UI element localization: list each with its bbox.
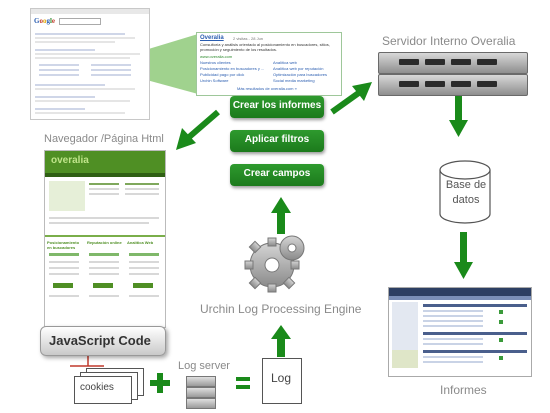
aplicar-filtros-button[interactable]: Aplicar filtros [230,130,324,152]
reports-screenshot [388,287,532,377]
log-server-label: Log server [178,360,230,372]
arrow-to-servidor [330,82,372,115]
arrow-to-informes [454,232,473,279]
log-label: Log [271,371,292,385]
crear-campos-button[interactable]: Crear campos [230,164,324,186]
sitelink: Urchin Software [200,78,229,83]
log-server-icon [186,376,216,409]
log-doc-icon: Log [262,358,302,404]
crear-informes-button[interactable]: Crear los informes [230,96,324,118]
database-label: Base de datos [445,179,487,206]
arrow-to-database [449,92,468,137]
arrow-to-engine [271,325,291,357]
sitelink: Social media marketing [273,78,315,83]
website-section-title: Posicionamiento en buscadores [47,240,80,250]
sitelink: Publicidad pago por click [200,72,245,77]
arrow-to-crear-campos [271,197,291,234]
engine-label: Urchin Log Processing Engine [200,302,362,316]
website-logo: overalia [51,155,89,166]
sitelink: Nuestros clientes [200,60,231,65]
plus-icon [150,373,170,393]
javascript-code-box: JavaScript Code [40,326,166,356]
equals-icon [236,377,250,389]
navegador-label: Navegador /Página Html [44,133,164,145]
sitelink: Posicionamiento en buscadores y ... [200,66,265,71]
website-section-title: Analítica Web [127,240,154,245]
cookies-label: cookies [80,382,114,393]
server-rack-icon [378,52,528,96]
database-icon [439,160,491,224]
informes-label: Informes [440,383,487,397]
search-results-screenshot: Google [30,8,150,120]
servidor-label: Servidor Interno Overalia [382,34,516,48]
javascript-label: JavaScript Code [49,333,151,348]
website-screenshot: overalia Posicionamiento en buscadores R… [44,150,166,328]
sitelink: Analítica web [273,60,297,65]
gears-icon [244,235,305,293]
sitelink: Analítica web por reputación [273,66,324,71]
cookies-doc-icon: cookies [74,376,132,404]
arrow-to-navegador [176,109,220,150]
website-section-title: Reputación online [87,240,122,245]
sitelink: Optimización para buscadores [273,72,328,77]
result-url: www.overalia.com [200,54,233,59]
search-result-callout: Overalia 2 visitas - 28 Jun Consultoría … [196,32,342,96]
result-meta: 2 visitas - 28 Jun [233,36,264,41]
search-logo: Google [34,17,56,25]
more-results-link: Más resultados de overalia.com » [237,86,297,91]
result-title: Overalia [200,35,224,41]
result-description: Consultoría y análisis orientado al posi… [200,42,330,52]
